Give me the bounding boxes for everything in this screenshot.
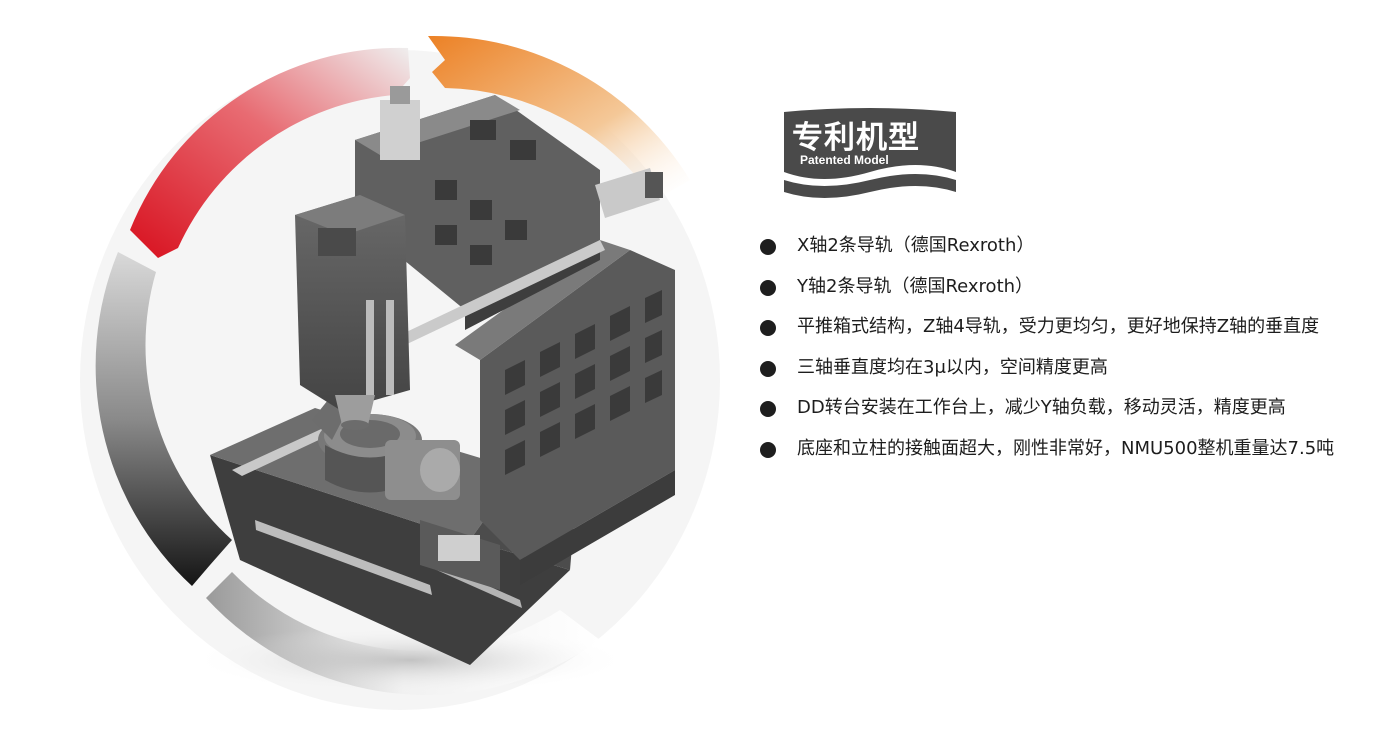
arc-red-segment: [130, 47, 410, 259]
bullet-dot-icon: [760, 441, 776, 458]
arc-orange-segment: [428, 35, 690, 200]
bullet-dot-icon: [760, 401, 776, 417]
bullet-dot-icon: [760, 360, 776, 377]
arc-dark-segment: [95, 252, 233, 586]
feature-text: X轴2条导轨（德国Rexroth）: [797, 235, 1035, 256]
feature-list: X轴2条导轨（德国Rexroth） Y轴2条导轨（德国Rexroth） 平推箱式…: [758, 232, 1398, 475]
feature-text: 三轴垂直度均在3μ以内，空间精度更高: [797, 356, 1108, 378]
bullet-dot-icon: [760, 320, 776, 336]
bullet-dot-icon: [760, 279, 776, 296]
machine-illustration: [95, 35, 690, 695]
machine-body: [210, 395, 575, 665]
feature-item: 三轴垂直度均在3μ以内，空间精度更高: [758, 354, 1398, 395]
feature-text: Y轴2条导轨（德国Rexroth）: [797, 275, 1034, 297]
badge-title: 专利机型: [792, 120, 920, 156]
feature-item: DD转台安装在工作台上，减少Y轴负载，移动灵活，精度更高: [758, 394, 1398, 435]
feature-text: DD转台安装在工作台上，减少Y轴负载，移动灵活，精度更高: [797, 397, 1286, 418]
ground-shadow: [190, 626, 630, 694]
machine-column: [455, 240, 675, 585]
machine-spindle-head: [295, 86, 420, 430]
feature-item: X轴2条导轨（德国Rexroth）: [758, 232, 1398, 273]
badge-subtitle: Patented Model: [800, 153, 889, 167]
feature-item: Y轴2条导轨（德国Rexroth）: [758, 273, 1398, 314]
feature-text: 平推箱式结构，Z轴4导轨，受力更均匀，更好地保持Z轴的垂直度: [797, 316, 1320, 337]
feature-item: 底座和立柱的接触面超大，刚性非常好，NMU500整机重量达7.5吨: [758, 435, 1398, 476]
patented-model-badge: 专利机型 Patented Model: [778, 106, 962, 202]
feature-item: 平推箱式结构，Z轴4导轨，受力更均匀，更好地保持Z轴的垂直度: [758, 313, 1398, 354]
feature-text: 底座和立柱的接触面超大，刚性非常好，NMU500整机重量达7.5吨: [797, 437, 1335, 459]
badge-shape: [784, 108, 956, 198]
bullet-dot-icon: [760, 239, 776, 255]
